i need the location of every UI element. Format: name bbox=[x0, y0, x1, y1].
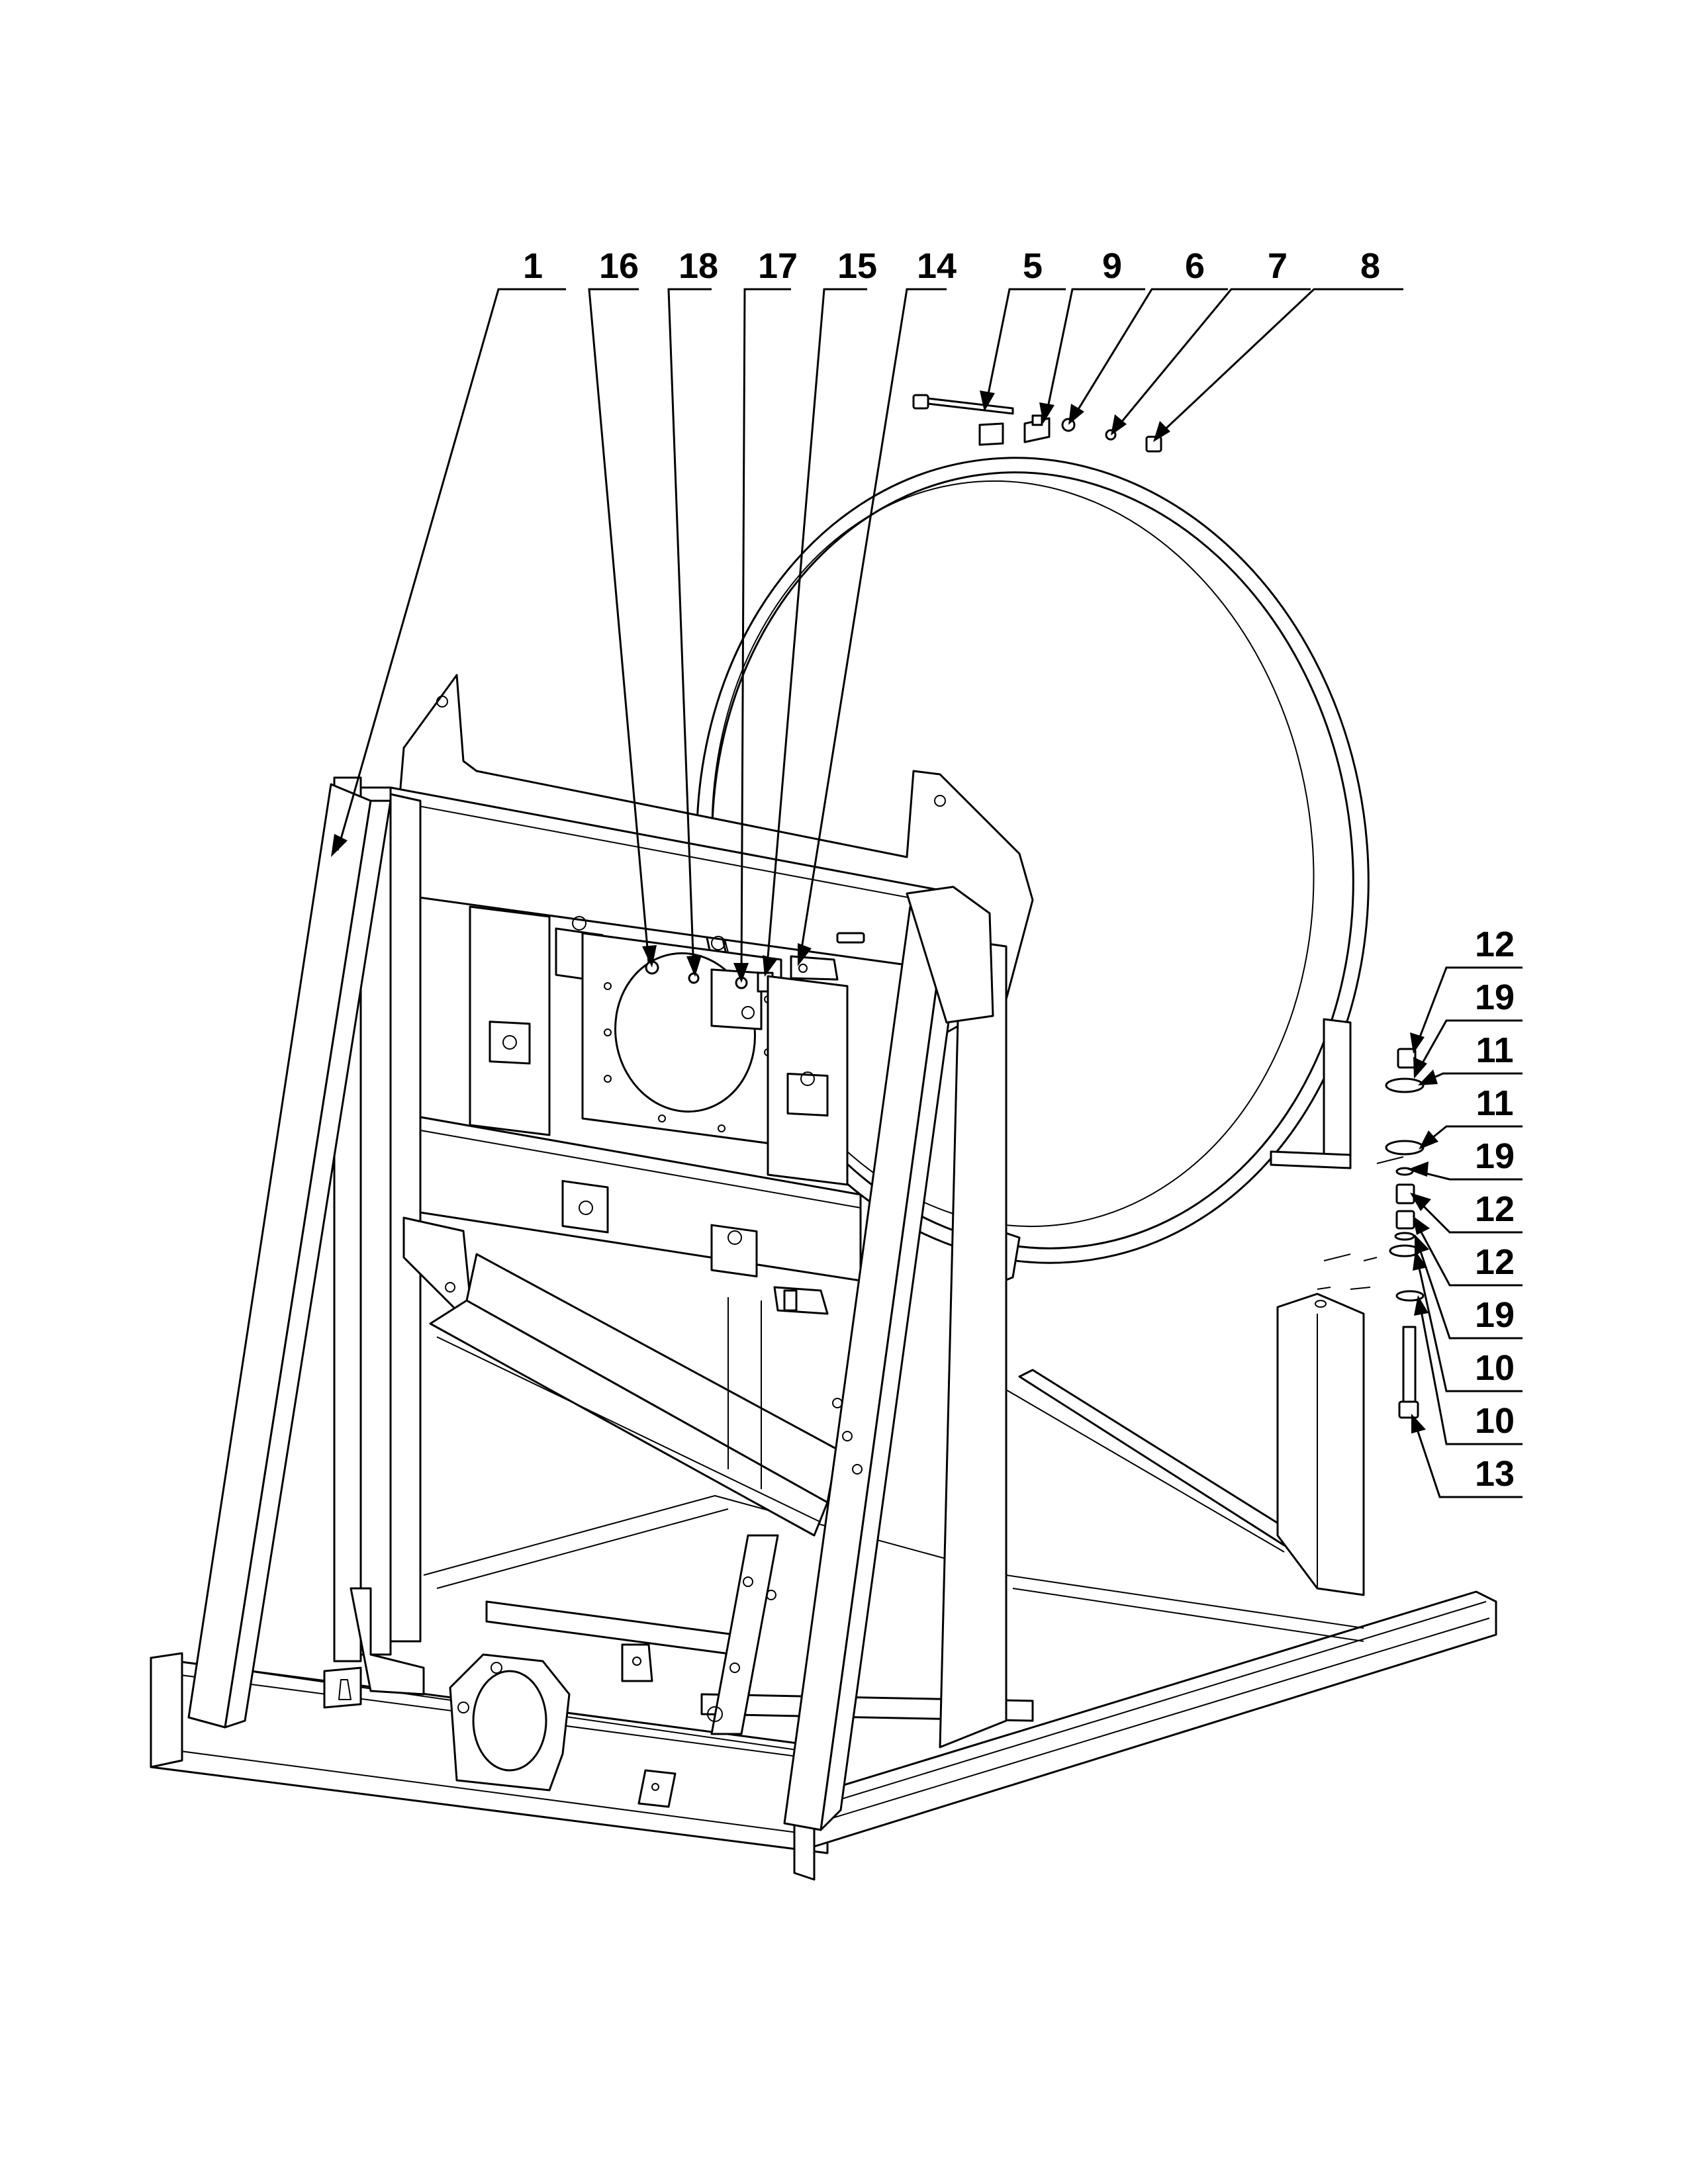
callout-label: 18 bbox=[679, 246, 718, 286]
callout-leaders bbox=[331, 288, 1523, 1498]
callout-label: 8 bbox=[1360, 246, 1380, 286]
callout-label: 19 bbox=[1475, 1136, 1515, 1176]
callout-label: 9 bbox=[1102, 246, 1122, 286]
callout-label: 11 bbox=[1476, 1083, 1513, 1123]
front-bracket bbox=[323, 1534, 779, 1808]
callout-label: 19 bbox=[1475, 1295, 1515, 1335]
callout-label: 10 bbox=[1475, 1401, 1515, 1441]
callout-label: 12 bbox=[1475, 1242, 1515, 1282]
diagonal-brace bbox=[429, 1253, 1299, 1553]
callout-label: 10 bbox=[1475, 1348, 1515, 1388]
callout-label: 7 bbox=[1268, 246, 1288, 286]
rear-post bbox=[1276, 1293, 1365, 1596]
callout-label: 12 bbox=[1475, 1189, 1515, 1229]
right-column bbox=[783, 886, 1008, 1831]
pads bbox=[469, 905, 849, 1186]
callout-label: 6 bbox=[1185, 246, 1205, 286]
callout-label: 11 bbox=[1476, 1030, 1513, 1070]
callout-label: 5 bbox=[1023, 246, 1043, 286]
callout-label: 14 bbox=[917, 246, 957, 286]
callout-label: 19 bbox=[1475, 978, 1515, 1017]
lower-clamp bbox=[773, 1286, 829, 1315]
callout-label: 12 bbox=[1475, 925, 1515, 964]
callout-label: 15 bbox=[837, 246, 877, 286]
callout-label: 13 bbox=[1475, 1454, 1515, 1494]
top-callout-numbers: 1 16 18 17 15 14 5 9 6 7 8 bbox=[523, 246, 1380, 286]
callout-label: 1 bbox=[523, 246, 543, 286]
right-hardware-stack bbox=[1317, 1048, 1425, 1419]
left-leg bbox=[187, 783, 392, 1729]
right-callout-numbers: 12 19 11 11 19 12 12 19 10 10 13 bbox=[1475, 925, 1515, 1494]
callout-label: 17 bbox=[758, 246, 798, 286]
callout-label: 16 bbox=[599, 246, 639, 286]
